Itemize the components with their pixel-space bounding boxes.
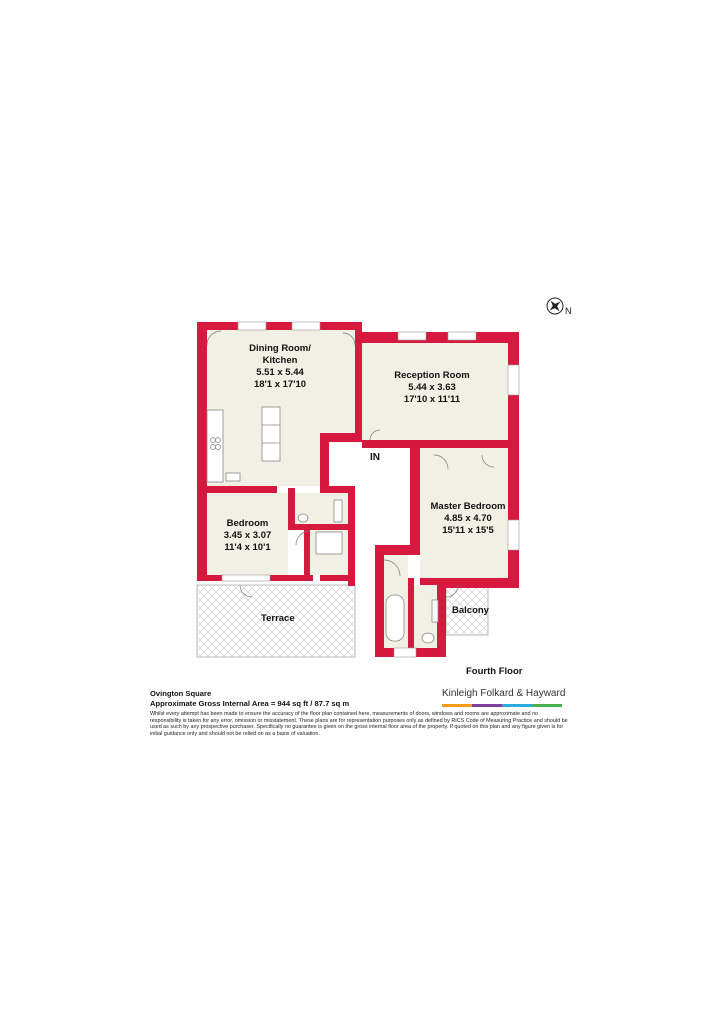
door-swings bbox=[206, 330, 495, 598]
kitchen-units bbox=[206, 406, 281, 483]
balcony-area bbox=[445, 584, 489, 636]
brand-name: Kinleigh Folkard & Hayward bbox=[442, 688, 566, 699]
property-name: Ovington Square bbox=[150, 689, 212, 698]
dining-kitchen-label: Dining Room/ Kitchen 5.51 x 5.44 18'1 x … bbox=[249, 343, 311, 390]
footer-title: Ovington Square Approximate Gross Intern… bbox=[150, 689, 349, 709]
sanitaryware bbox=[297, 499, 439, 644]
reception-room-label: Reception Room 5.44 x 3.63 17'10 x 11'11 bbox=[394, 370, 470, 405]
brand-bar-segment bbox=[442, 704, 472, 707]
brand-bar-segment bbox=[532, 704, 562, 707]
north-label: N bbox=[565, 306, 572, 316]
compass-icon bbox=[546, 297, 564, 315]
balcony-label: Balcony bbox=[452, 605, 489, 616]
floor-label: Fourth Floor bbox=[466, 666, 523, 677]
master-bedroom-label: Master Bedroom 4.85 x 4.70 15'11 x 15'5 bbox=[430, 501, 506, 536]
entrance-label: IN bbox=[370, 452, 380, 463]
disclaimer-text: Whilst every attempt has been made to en… bbox=[150, 711, 568, 737]
terrace-area bbox=[196, 584, 356, 658]
bedroom-label: Bedroom 3.45 x 3.07 11'4 x 10'1 bbox=[223, 518, 272, 553]
windows bbox=[221, 321, 520, 658]
gross-area: Approximate Gross Internal Area = 944 sq… bbox=[150, 699, 350, 708]
terrace-label: Terrace bbox=[261, 613, 295, 624]
floor-areas bbox=[207, 330, 508, 648]
brand-bar-segment bbox=[472, 704, 502, 707]
brand-bar-segment bbox=[502, 704, 532, 707]
